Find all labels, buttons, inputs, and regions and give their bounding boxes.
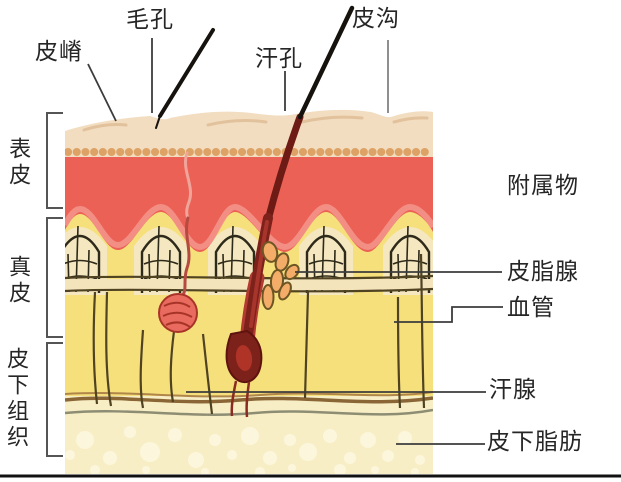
label-pi-gou: 皮沟	[352, 5, 400, 31]
hair-shaft-long	[297, 5, 355, 120]
label-han-kong: 汗孔	[255, 45, 303, 71]
leader-lines	[87, 38, 503, 445]
hair-shafts	[155, 5, 355, 129]
label-biao-pi: 表皮	[6, 137, 32, 189]
hair-follicle	[225, 113, 304, 418]
label-pi-zhi-xian: 皮脂腺	[507, 258, 579, 284]
fat-cells	[65, 426, 425, 474]
sebaceous-gland	[261, 241, 300, 310]
surface-shading	[82, 115, 429, 132]
blood-vessels	[65, 253, 433, 415]
label-mao-kong: 毛孔	[126, 6, 174, 32]
epidermis-light-scallop	[65, 203, 433, 251]
sweat-gland	[158, 151, 198, 333]
label-xue-guan: 血管	[507, 294, 555, 320]
subcutis-bracket	[46, 342, 63, 457]
dermis-bracket	[46, 217, 63, 338]
hair-shaft-pore	[158, 28, 215, 118]
label-fu-shu-wu: 附属物	[507, 172, 579, 198]
label-zhen-pi: 真皮	[6, 255, 32, 307]
label-pi-ji: 皮嵴	[35, 38, 83, 64]
boundary-line-upper	[65, 391, 433, 398]
layer-brackets	[46, 112, 63, 457]
epidermis-bracket	[46, 112, 63, 209]
boundary-line-gray	[65, 408, 433, 416]
label-pi-xia-zu-zhi: 皮下组织	[4, 347, 30, 451]
skin-block	[65, 109, 433, 474]
xue-guan-leader	[394, 306, 503, 323]
pi-ji-pointer	[87, 63, 117, 122]
boundary-line-brown	[65, 396, 433, 404]
label-han-xian: 汗腺	[489, 376, 537, 402]
label-pi-xia-zhi-fang: 皮下脂肪	[487, 428, 583, 454]
epidermis-red-layer	[65, 157, 433, 252]
